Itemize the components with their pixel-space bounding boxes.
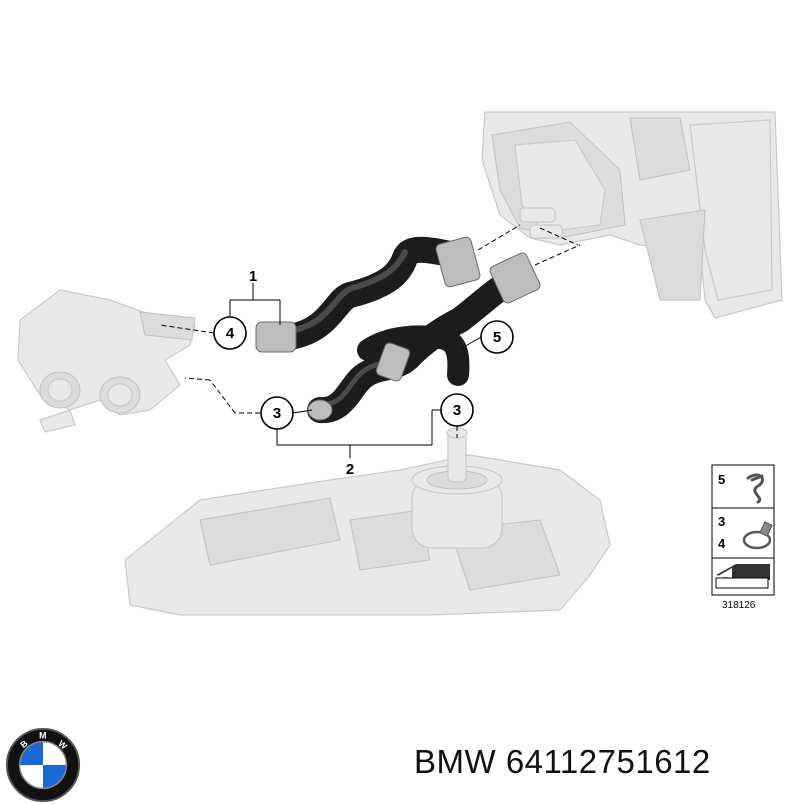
thermostat-housing-ghost: [17, 289, 196, 433]
slope-arrow-icon: [715, 564, 770, 589]
callout-3-left: 3: [260, 396, 294, 430]
callout-3-left-circle: [260, 396, 294, 430]
fitting-4: [255, 321, 297, 353]
callout-3-left-text: 3: [273, 405, 281, 422]
fitting-upper-right: [489, 252, 541, 304]
engine-block-ghost: [124, 427, 611, 616]
callout-3-right: 3: [440, 393, 474, 427]
legend-ref-number: 318126: [722, 600, 756, 611]
callout-5: 5: [480, 320, 514, 354]
callout-2: 2: [346, 461, 354, 478]
bmw-logo: B M W: [5, 727, 81, 803]
callout-4-circle: [213, 316, 247, 350]
callout-3-right-circle: [440, 393, 474, 427]
heater-unit-ghost: [481, 111, 783, 319]
hose-clamp-icon: [742, 521, 773, 550]
legend-row2b-number: 4: [718, 536, 726, 551]
legend-row2a-number: 3: [718, 514, 725, 529]
callout-4-text: 4: [226, 325, 235, 342]
parts-legend: 5 3 4 318126: [711, 464, 775, 611]
callout-5-circle: [480, 320, 514, 354]
callout-3-right-text: 3: [453, 402, 461, 419]
hose-fittings: [255, 236, 541, 421]
legend-row1-number: 5: [718, 472, 725, 487]
callout-5-text: 5: [493, 329, 501, 346]
callout-1-text: 1: [249, 268, 257, 285]
leader-lines: [159, 224, 581, 458]
logo-letter-m: M: [39, 731, 46, 741]
parts-diagram: 1 2 4 3 3 5 5 3 4: [17, 111, 783, 616]
fitting-3-left: [307, 399, 333, 421]
fitting-middle: [375, 342, 411, 382]
callout-2-text: 2: [346, 461, 354, 478]
spring-clip-icon: [746, 473, 764, 504]
logo-letter-b: B: [18, 738, 29, 750]
part-number-title: BMW 64112751612: [414, 743, 711, 780]
callout-1: 1: [249, 268, 257, 285]
callout-4: 4: [213, 316, 247, 350]
fitting-upper-left: [435, 236, 481, 288]
